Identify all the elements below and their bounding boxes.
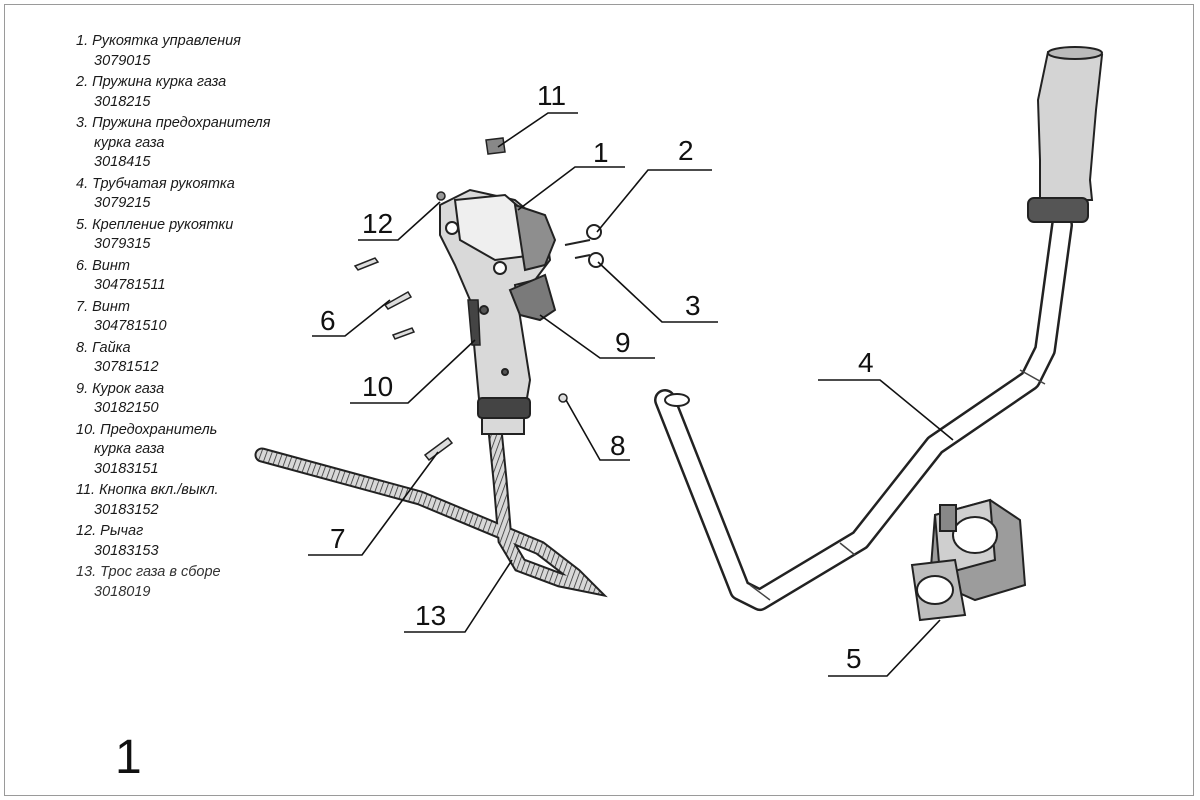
callout-10: 10 bbox=[362, 371, 393, 402]
callout-11: 11 bbox=[537, 80, 566, 111]
tubular-handle bbox=[654, 46, 1104, 611]
screws-and-nut bbox=[353, 257, 568, 462]
leader-lines bbox=[308, 112, 954, 677]
legend-item-6: 6. Винт 304781511 bbox=[76, 257, 166, 294]
legend-item-11: 11. Кнопка вкл./выкл. 30183152 bbox=[76, 482, 219, 518]
legend-item-13: 13. Трос газа в сборе 3018019 bbox=[76, 564, 221, 600]
callout-8: 8 bbox=[610, 430, 626, 461]
callout-3: 3 bbox=[685, 290, 701, 321]
legend-item-2: 2. Пружина курка газа 3018215 bbox=[76, 74, 227, 110]
parts-legend: 1. Рукоятка управления 3079015 2. Пружин… bbox=[76, 32, 336, 604]
callout-12: 12 bbox=[362, 208, 393, 239]
spring-parts bbox=[564, 224, 604, 268]
legend-item-5: 5. Крепление рукоятки 3079315 bbox=[76, 216, 234, 253]
handle-mount bbox=[910, 498, 1027, 622]
callout-1: 1 bbox=[593, 137, 609, 168]
lever-part bbox=[436, 191, 446, 201]
legend-item-3: 3. Пружина предохранителя курка газа 301… bbox=[76, 115, 271, 170]
legend-item-4: 4. Трубчатая рукоятка 3079215 bbox=[76, 175, 235, 212]
figure-number: 1 bbox=[115, 731, 142, 784]
callout-5: 5 bbox=[846, 643, 862, 674]
legend-item-9: 9. Курок газа 30182150 bbox=[76, 380, 165, 417]
on-off-button bbox=[485, 137, 506, 155]
control-handle bbox=[439, 188, 557, 435]
legend-item-10: 10. Предохранитель курка газа 30183151 bbox=[76, 421, 218, 477]
callout-9: 9 bbox=[615, 327, 631, 358]
trigger-lockout bbox=[467, 299, 481, 346]
callout-6: 6 bbox=[320, 305, 336, 336]
callout-7: 7 bbox=[330, 523, 346, 554]
throttle-trigger bbox=[508, 273, 557, 322]
legend-item-12: 12. Рычаг 30183153 bbox=[76, 523, 159, 559]
throttle-cable bbox=[254, 422, 608, 598]
callout-4: 4 bbox=[858, 347, 874, 378]
callout-2: 2 bbox=[678, 135, 694, 166]
legend-item-1: 1. Рукоятка управления 3079015 bbox=[76, 33, 241, 69]
callout-13: 13 bbox=[415, 600, 446, 631]
legend-item-8: 8. Гайка 30781512 bbox=[76, 339, 159, 376]
legend-item-7: 7. Винт 304781510 bbox=[76, 298, 167, 335]
